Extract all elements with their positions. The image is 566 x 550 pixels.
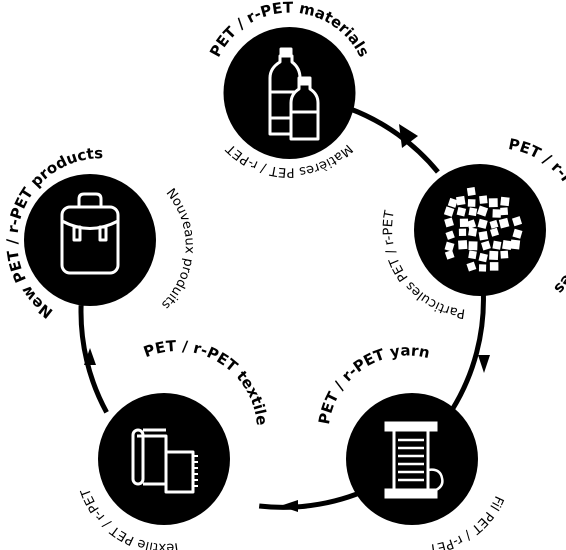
node-products: New PET / r-PET products Nouveaux produi… — [3, 144, 197, 322]
node-textile: PET / r-PET textile Textile PET / r-PET — [78, 337, 271, 550]
particle-square — [458, 228, 467, 236]
particle-square — [468, 207, 478, 217]
particle-square — [458, 240, 468, 250]
particle-square — [489, 219, 499, 229]
arrow-particules-to-yarn-head — [478, 355, 490, 373]
particle-square — [444, 249, 455, 260]
particles-icon — [443, 187, 523, 272]
node-products-circle — [24, 174, 156, 306]
particle-square — [481, 240, 491, 251]
particle-square — [468, 241, 478, 251]
node-yarn: PET / r-PET yarn Fil PET / r-PET — [315, 341, 506, 550]
particle-square — [478, 230, 489, 241]
particle-square — [502, 239, 513, 251]
particle-square — [500, 207, 509, 216]
particle-square — [468, 227, 478, 237]
particle-square — [478, 264, 487, 272]
particle-square — [467, 199, 476, 207]
arrow-yarn-to-textile-head — [280, 500, 298, 512]
arrow-materials-to-particules-head — [399, 124, 418, 148]
node-particules-circle — [414, 164, 546, 296]
backpack-icon — [60, 192, 120, 275]
particle-square — [489, 227, 500, 237]
particle-square — [456, 207, 467, 217]
particle-square — [479, 195, 488, 204]
arrow-materials-to-particules — [348, 106, 440, 174]
particle-square — [466, 187, 476, 196]
particle-square — [510, 239, 521, 250]
arrow-textile-to-products-head — [84, 348, 96, 365]
particle-square — [459, 218, 469, 227]
particle-square — [445, 230, 455, 240]
particle-square — [492, 240, 502, 250]
particle-square — [477, 218, 488, 229]
particle-square — [500, 196, 510, 207]
particle-square — [466, 261, 477, 272]
particle-square — [511, 216, 523, 227]
particle-square — [477, 205, 489, 217]
node-textile-circle — [98, 393, 230, 525]
node-products-subtitle: Nouveaux produits — [158, 186, 197, 312]
spool-icon — [384, 421, 444, 499]
particle-square — [447, 197, 458, 208]
particle-square — [488, 198, 498, 208]
particle-square — [498, 217, 510, 229]
particle-square — [489, 262, 499, 271]
particle-square — [512, 228, 523, 239]
particle-square — [489, 250, 499, 261]
particle-square — [443, 206, 455, 217]
node-materials: PET / r-PET materials Matières PET / r-P… — [206, 0, 373, 179]
particle-square — [492, 209, 502, 218]
arrow-particules-to-yarn — [450, 290, 486, 411]
node-yarn-circle — [346, 393, 478, 525]
particle-square — [466, 219, 477, 229]
particle-square — [478, 252, 488, 263]
particle-square — [500, 250, 509, 259]
arrow-textile-to-products — [78, 305, 109, 414]
particle-square — [444, 217, 454, 228]
particle-square — [444, 241, 455, 252]
bottles-icon — [268, 47, 320, 141]
node-particules: PET / r-PET particules Particules PET / … — [381, 135, 566, 321]
fabric-roll-icon — [131, 428, 198, 494]
particle-square — [468, 250, 477, 260]
particle-square — [456, 195, 466, 206]
